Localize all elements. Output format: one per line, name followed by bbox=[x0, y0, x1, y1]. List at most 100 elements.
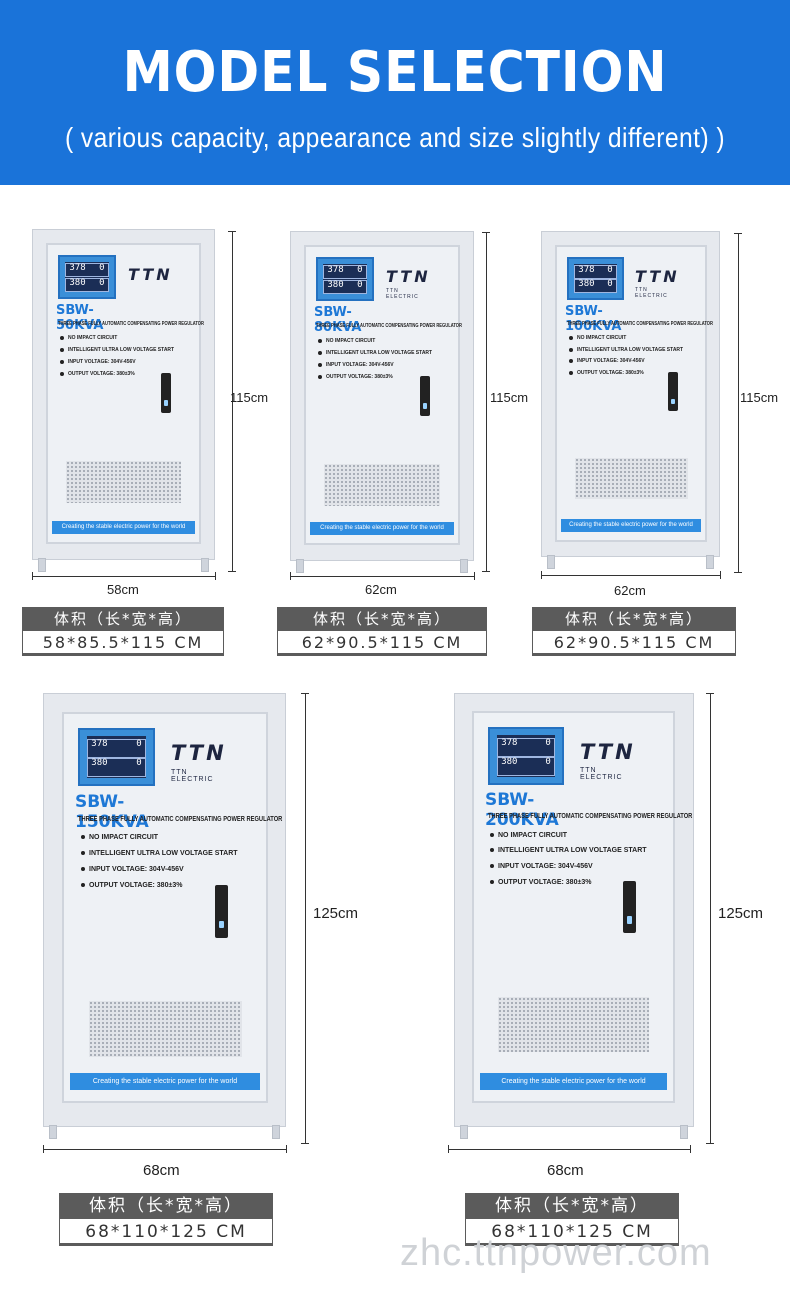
height-dimension-line bbox=[305, 693, 306, 1143]
brand-logo: TTN bbox=[128, 265, 173, 284]
brand-logo: TTN bbox=[171, 741, 227, 765]
lcd-reading-bottom: 380 0 bbox=[87, 758, 146, 777]
lcd-current-bottom: 0 bbox=[607, 279, 613, 290]
brand-logo: TTN bbox=[635, 267, 680, 286]
dimension-tick bbox=[448, 1145, 449, 1153]
page-title: MODEL SELECTION bbox=[122, 40, 668, 105]
dimension-tick bbox=[286, 1145, 287, 1153]
cabinet-foot bbox=[38, 558, 46, 572]
watermark: zhc.ttnpower.com bbox=[400, 1232, 712, 1274]
height-dimension-line bbox=[710, 693, 711, 1143]
lcd-voltage-top: 378 bbox=[91, 738, 108, 749]
dimension-tick bbox=[706, 1143, 714, 1144]
ventilation-grille bbox=[66, 461, 181, 503]
width-dimension-line bbox=[32, 576, 215, 577]
feature-item: INTELLIGENT ULTRA LOW VOLTAGE START bbox=[569, 347, 683, 353]
dimension-tick bbox=[720, 571, 721, 579]
model-name: SBW-200KVA bbox=[485, 790, 559, 830]
feature-item: INTELLIGENT ULTRA LOW VOLTAGE START bbox=[490, 847, 647, 854]
feature-item: INTELLIGENT ULTRA LOW VOLTAGE START bbox=[60, 347, 174, 353]
product-description: THREE PHASE FULLY AUTOMATIC COMPENSATING… bbox=[567, 321, 713, 327]
dimension-tick bbox=[690, 1145, 691, 1153]
width-dimension-line bbox=[290, 576, 474, 577]
width-label: 62cm bbox=[365, 582, 397, 597]
feature-item: OUTPUT VOLTAGE: 380±3% bbox=[81, 882, 182, 889]
cabinet-foot bbox=[706, 555, 714, 569]
model-name: SBW-50KVA bbox=[56, 303, 104, 333]
door-handle[interactable] bbox=[623, 881, 636, 933]
lcd-voltage-bottom: 380 bbox=[91, 758, 108, 769]
size-header-label: 体积（长*宽*高） bbox=[465, 1193, 679, 1219]
feature-item: NO IMPACT CIRCUIT bbox=[81, 834, 158, 841]
lcd-voltage-top: 378 bbox=[578, 265, 595, 276]
height-dimension-line bbox=[738, 233, 739, 572]
brand-subtext: TTN ELECTRIC bbox=[635, 287, 668, 299]
brand-subtext: TTN ELECTRIC bbox=[171, 769, 214, 783]
feature-item: INPUT VOLTAGE: 304V-456V bbox=[81, 866, 184, 873]
door-handle[interactable] bbox=[215, 885, 228, 938]
lcd-voltage-top: 378 bbox=[327, 265, 344, 276]
feature-item: OUTPUT VOLTAGE: 380±3% bbox=[490, 879, 591, 886]
lcd-reading-bottom: 380 0 bbox=[65, 277, 109, 292]
width-label: 62cm bbox=[614, 583, 646, 598]
width-label: 68cm bbox=[143, 1162, 180, 1179]
height-dimension-line bbox=[232, 231, 233, 571]
lcd-voltage-bottom: 380 bbox=[69, 277, 86, 288]
ventilation-grille bbox=[324, 464, 440, 506]
dimension-tick bbox=[706, 693, 714, 694]
cabinet-foot bbox=[201, 558, 209, 572]
lcd-current-bottom: 0 bbox=[357, 279, 363, 290]
width-dimension-line bbox=[541, 575, 720, 576]
feature-item: INPUT VOLTAGE: 304V-456V bbox=[318, 362, 394, 368]
lcd-current-bottom: 0 bbox=[99, 277, 105, 288]
feature-item: NO IMPACT CIRCUIT bbox=[490, 832, 567, 839]
feature-item: INPUT VOLTAGE: 304V-456V bbox=[60, 359, 136, 365]
feature-item: INTELLIGENT ULTRA LOW VOLTAGE START bbox=[81, 850, 238, 857]
dimension-tick bbox=[734, 572, 742, 573]
cabinet-foot bbox=[296, 559, 304, 573]
size-value: 62*90.5*115 CM bbox=[277, 631, 487, 656]
dimension-tick bbox=[482, 571, 490, 572]
height-label: 125cm bbox=[718, 905, 764, 922]
width-label: 68cm bbox=[547, 1162, 584, 1179]
dimension-tick bbox=[482, 232, 490, 233]
cabinet-foot bbox=[547, 555, 555, 569]
dimension-tick bbox=[43, 1145, 44, 1153]
size-value: 62*90.5*115 CM bbox=[532, 631, 736, 656]
lcd-current-bottom: 0 bbox=[136, 758, 142, 769]
lcd-current-top: 0 bbox=[99, 263, 105, 274]
door-handle[interactable] bbox=[420, 376, 430, 416]
feature-item: INTELLIGENT ULTRA LOW VOLTAGE START bbox=[318, 350, 432, 356]
slogan-strip: Creating the stable electric power for t… bbox=[70, 1073, 260, 1090]
size-header-label: 体积（长*宽*高） bbox=[277, 607, 487, 631]
feature-item: NO IMPACT CIRCUIT bbox=[60, 335, 117, 341]
cabinet-foot bbox=[460, 559, 468, 573]
dimension-tick bbox=[541, 571, 542, 579]
feature-item: INPUT VOLTAGE: 304V-456V bbox=[490, 863, 593, 870]
width-dimension-line bbox=[43, 1149, 286, 1150]
door-handle[interactable] bbox=[161, 373, 171, 413]
feature-item: OUTPUT VOLTAGE: 380±3% bbox=[318, 374, 393, 380]
feature-item: NO IMPACT CIRCUIT bbox=[569, 335, 626, 341]
lcd-current-bottom: 0 bbox=[545, 757, 551, 768]
page-subtitle: ( various capacity, appearance and size … bbox=[64, 122, 726, 153]
width-label: 58cm bbox=[107, 582, 139, 597]
size-header-label: 体积（长*宽*高） bbox=[59, 1193, 273, 1219]
dimension-tick bbox=[301, 693, 309, 694]
lcd-voltage-top: 378 bbox=[69, 263, 86, 274]
ventilation-grille bbox=[89, 1001, 242, 1057]
model-name: SBW-80KVA bbox=[314, 305, 362, 335]
door-handle[interactable] bbox=[668, 372, 678, 411]
brand-logo: TTN bbox=[386, 267, 431, 286]
dimension-tick bbox=[474, 572, 475, 580]
ventilation-grille bbox=[575, 458, 688, 499]
ventilation-grille bbox=[498, 997, 649, 1052]
